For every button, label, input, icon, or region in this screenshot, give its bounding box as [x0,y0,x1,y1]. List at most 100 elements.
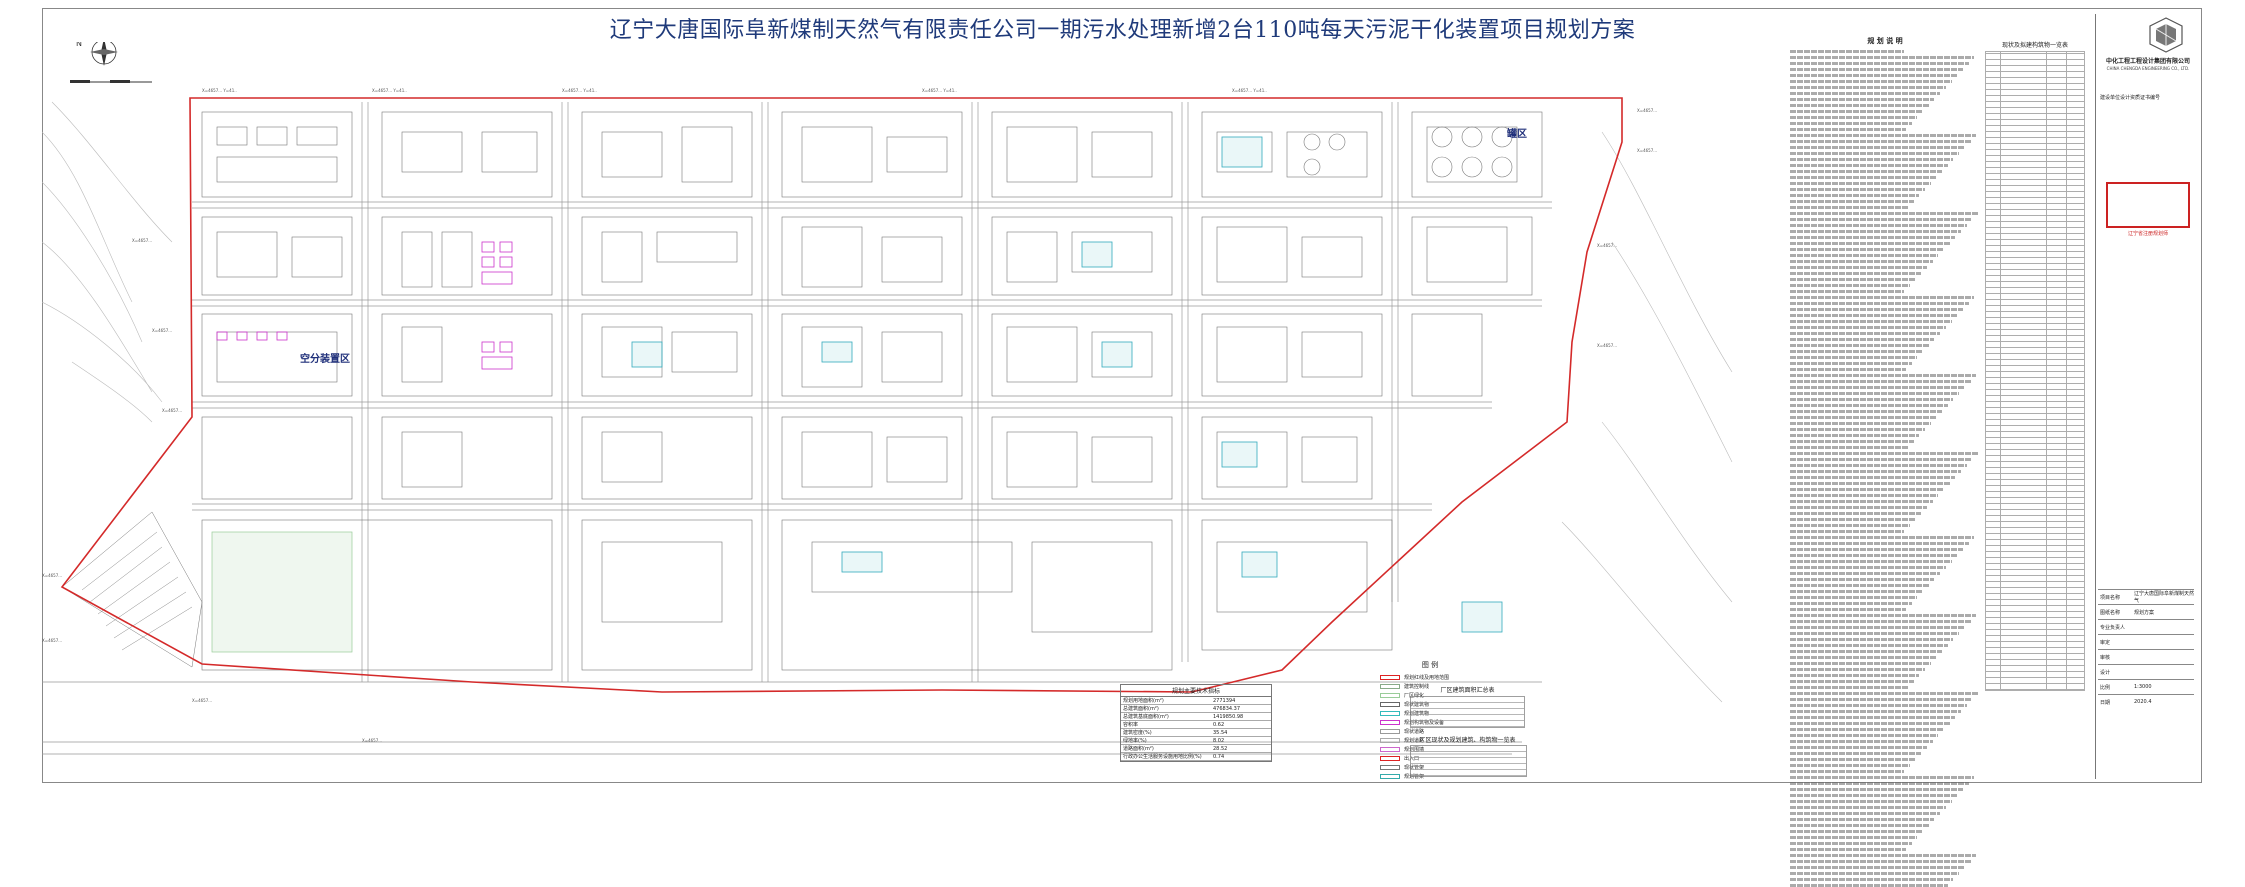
note-text-line [1790,242,1950,245]
stamp-caption: 辽宁省注册规划师 [2127,231,2168,237]
note-text-line [1790,530,1904,533]
title-block: 中化工程工程设计集团有限公司 CHINA CHENGDA ENGINEERING… [2095,14,2196,779]
note-text-line [1790,608,1906,611]
note-text-line [1790,590,1923,593]
note-text-line [1790,722,1950,725]
note-text-line [1790,194,1920,197]
svg-text:X=4657...: X=4657... [132,238,152,243]
title-block-key: 图纸名称 [2100,609,2121,616]
note-text-line [1790,464,1967,467]
note-text-line [1790,434,1920,437]
legend-swatch [1380,711,1400,716]
note-text-line [1790,782,1969,785]
note-text-line [1790,818,1935,821]
note-text-line [1790,572,1941,575]
index-value: 476834.37 [1213,705,1241,712]
legend-swatch [1380,747,1400,752]
note-text-line [1790,452,1979,455]
north-label: N [76,42,82,48]
note-text-line [1790,626,1965,629]
note-text-line [1790,410,1942,413]
legend-swatch [1380,675,1400,680]
note-text-line [1790,56,1975,59]
index-key: 道路面积(m²) [1123,746,1154,752]
title-block-value: 辽宁大唐国际阜新煤制天然气 [2134,591,2195,604]
note-text-line [1790,86,1946,89]
svg-text:X=4657...: X=4657... [42,573,62,578]
note-text-line [1790,290,1904,293]
note-text-line [1790,296,1975,299]
note-text-line [1790,200,1914,203]
note-text-line [1790,188,1925,191]
note-text-line [1790,788,1963,791]
note-text-line [1790,266,1927,269]
note-text-line [1790,830,1923,833]
note-text-line [1790,212,1979,215]
note-text-line [1790,230,1961,233]
note-text-line [1790,584,1929,587]
legend-label: 规划管架 [1404,774,1425,780]
note-text-line [1790,800,1952,803]
note-text-line [1790,548,1963,551]
note-text-line [1790,104,1929,107]
note-text-line [1790,122,1912,125]
svg-text:X=4657...: X=4657... [362,738,382,743]
note-text-line [1790,860,1971,863]
note-text-line [1790,314,1958,317]
note-text-line [1790,152,1960,155]
svg-text:X=4657...: X=4657... [1637,148,1657,153]
note-text-line [1790,332,1941,335]
index-key: 总建筑基底面积(m²) [1123,714,1169,720]
note-text-line [1790,740,1933,743]
note-text-line [1790,842,1912,845]
title-block-row: 审核 [2098,649,2194,664]
building-blocks [201,111,1543,671]
index-value: 35.54 [1213,729,1228,736]
note-text-line [1790,674,1920,677]
note-text-line [1790,560,1952,563]
index-key: 容积率 [1123,722,1139,728]
index-row: 行政办公生活服务设施用地比例(%)0.74 [1121,753,1271,761]
coordinate-labels: X=4657... Y=41..X=4657... Y=41.. X=4657.… [42,88,1657,743]
note-text-line [1790,404,1948,407]
note-text-line [1790,596,1918,599]
note-text-line [1790,248,1944,251]
note-text-line [1790,74,1958,77]
note-text-line [1790,338,1935,341]
note-text-line [1790,170,1942,173]
legend-swatch [1380,693,1400,698]
note-text-line [1790,380,1971,383]
note-text-line [1790,692,1979,695]
building-list-grid [1985,51,2085,691]
note-text-line [1790,650,1942,653]
legend-item: 现状道路 [1380,727,1480,736]
note-text-line [1790,662,1931,665]
svg-text:X=4657... Y=41..: X=4657... Y=41.. [1232,88,1267,93]
note-text-line [1790,140,1971,143]
legend-item: 规划红线及用地范围 [1380,673,1480,682]
note-text-line [1790,566,1946,569]
legend-swatch [1380,765,1400,770]
note-text-line [1790,356,1918,359]
note-text-line [1790,278,1916,281]
title-block-key: 日期 [2100,699,2111,706]
note-text-line [1790,488,1944,491]
title-block-key: 设计 [2100,669,2111,676]
note-text-line [1790,422,1931,425]
company-name: 中化工程工程设计集团有限公司 [2105,58,2190,65]
title-block-key: 比例 [2100,684,2111,691]
title-block-row: 专业负责人 [2098,619,2194,634]
svg-text:X=4657...: X=4657... [1597,343,1617,348]
legend-swatch [1380,702,1400,707]
note-text-line [1790,752,1922,755]
note-text-line [1790,392,1960,395]
index-row: 总建筑基底面积(m²)1419850.98 [1121,713,1271,721]
terrain-lines-right [1561,131,1733,703]
note-text-line [1790,638,1954,641]
external-road [42,681,1542,755]
note-text-line [1790,542,1969,545]
note-text-line [1790,824,1929,827]
note-text-line [1790,428,1925,431]
